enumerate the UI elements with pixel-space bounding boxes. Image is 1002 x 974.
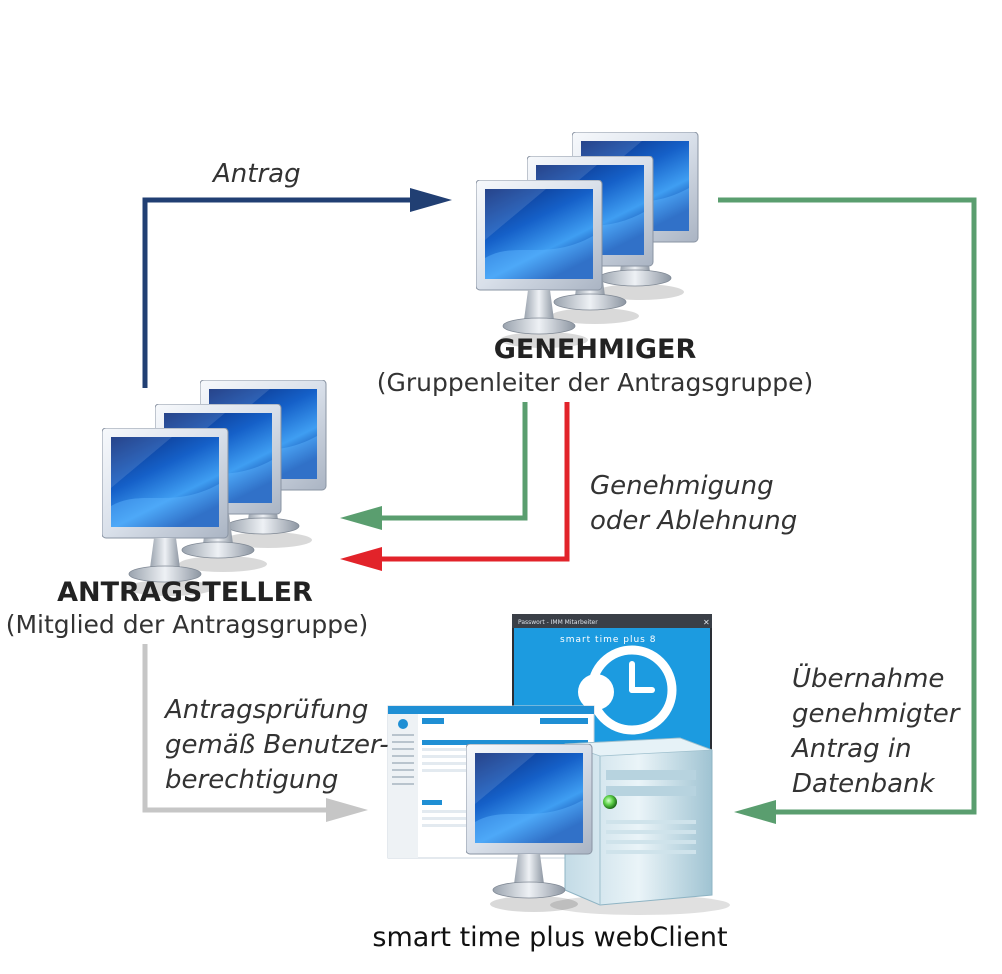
label-pruefung-line3: berechtigung — [165, 765, 339, 795]
arrow-ablehnung — [340, 402, 570, 571]
antragsteller-title: ANTRAGSTELLER — [57, 577, 313, 608]
label-pruefung-line1: Antragsprüfung — [165, 695, 369, 725]
genehmiger-title: GENEHMIGER — [493, 334, 697, 365]
antragsteller-subtitle: (Mitglied der Antragsgruppe) — [5, 610, 369, 639]
label-genehmigung-line1: Genehmigung — [590, 471, 774, 501]
arrow-uebernahme — [718, 197, 977, 824]
label-uebernahme-line3: Antrag in — [792, 734, 912, 764]
genehmiger-computer-group-icon — [476, 132, 699, 349]
arrow-antragspruefung — [142, 644, 368, 822]
antragsteller-computer-group-icon — [102, 380, 327, 597]
label-uebernahme-line1: Übernahme — [792, 664, 945, 694]
arrow-antrag — [142, 188, 452, 388]
genehmiger-subtitle: (Gruppenleiter der Antragsgruppe) — [376, 368, 814, 397]
label-pruefung-line2: gemäß Benutzer- — [165, 730, 389, 760]
clock-icon — [578, 645, 677, 735]
splash-brand: smart time plus 8 — [560, 635, 656, 645]
close-icon: ✕ — [703, 618, 710, 627]
label-uebernahme-line2: genehmigter — [792, 699, 960, 729]
webclient-title: smart time plus webClient — [372, 922, 728, 953]
webclient-illustration: Passwort - IMM Mitarbeiter ✕ smart time … — [387, 614, 730, 915]
label-antrag: Antrag — [213, 159, 301, 189]
arrow-genehmigung — [340, 402, 528, 530]
label-uebernahme-line4: Datenbank — [792, 769, 935, 799]
splash-window-title: Passwort - IMM Mitarbeiter — [518, 619, 598, 626]
server-icon — [550, 737, 730, 915]
label-genehmigung-line2: oder Ablehnung — [590, 506, 798, 536]
